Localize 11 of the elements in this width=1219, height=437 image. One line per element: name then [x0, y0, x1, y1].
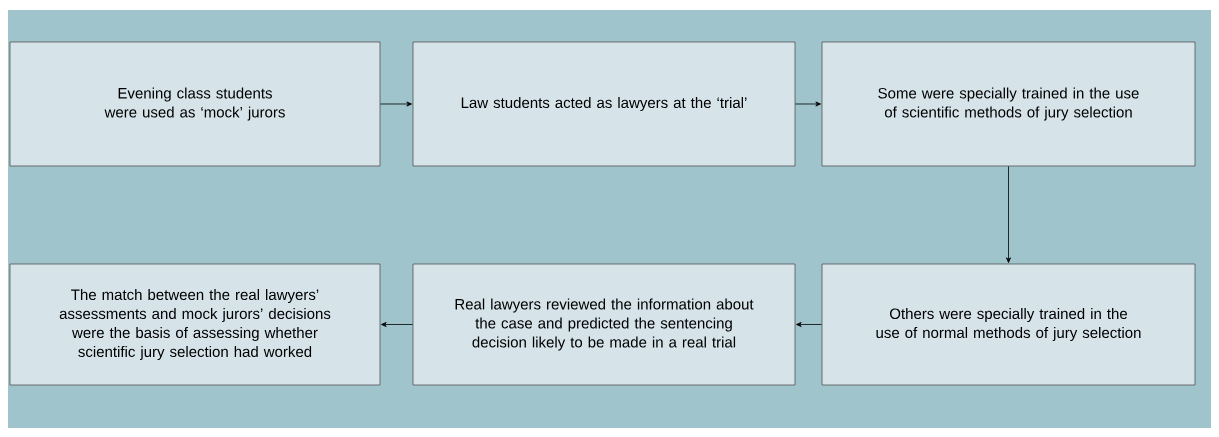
arrow: [1006, 166, 1011, 263]
arrow: [380, 101, 412, 107]
process-box: Real lawyers reviewed the information about the case and predicted the sentencing decision likely to be made in a real trial: [412, 263, 796, 386]
process-box: Law students acted as lawyers at the ‘trial’: [412, 41, 796, 167]
arrow: [796, 322, 822, 327]
process-box: The match between the real lawyers’ assessments and mock jurors’ decisions were the basis of assessing whether scientific jury selection had worked: [9, 263, 381, 386]
process-box: Others were specially trained in the use of normal methods of jury selection: [821, 263, 1196, 386]
process-box: Some were specially trained in the use of scientific methods of jury selection: [821, 41, 1196, 167]
arrow: [795, 101, 821, 107]
arrow: [381, 322, 413, 327]
process-box: Evening class students were used as ‘mock’ jurors: [9, 41, 381, 167]
